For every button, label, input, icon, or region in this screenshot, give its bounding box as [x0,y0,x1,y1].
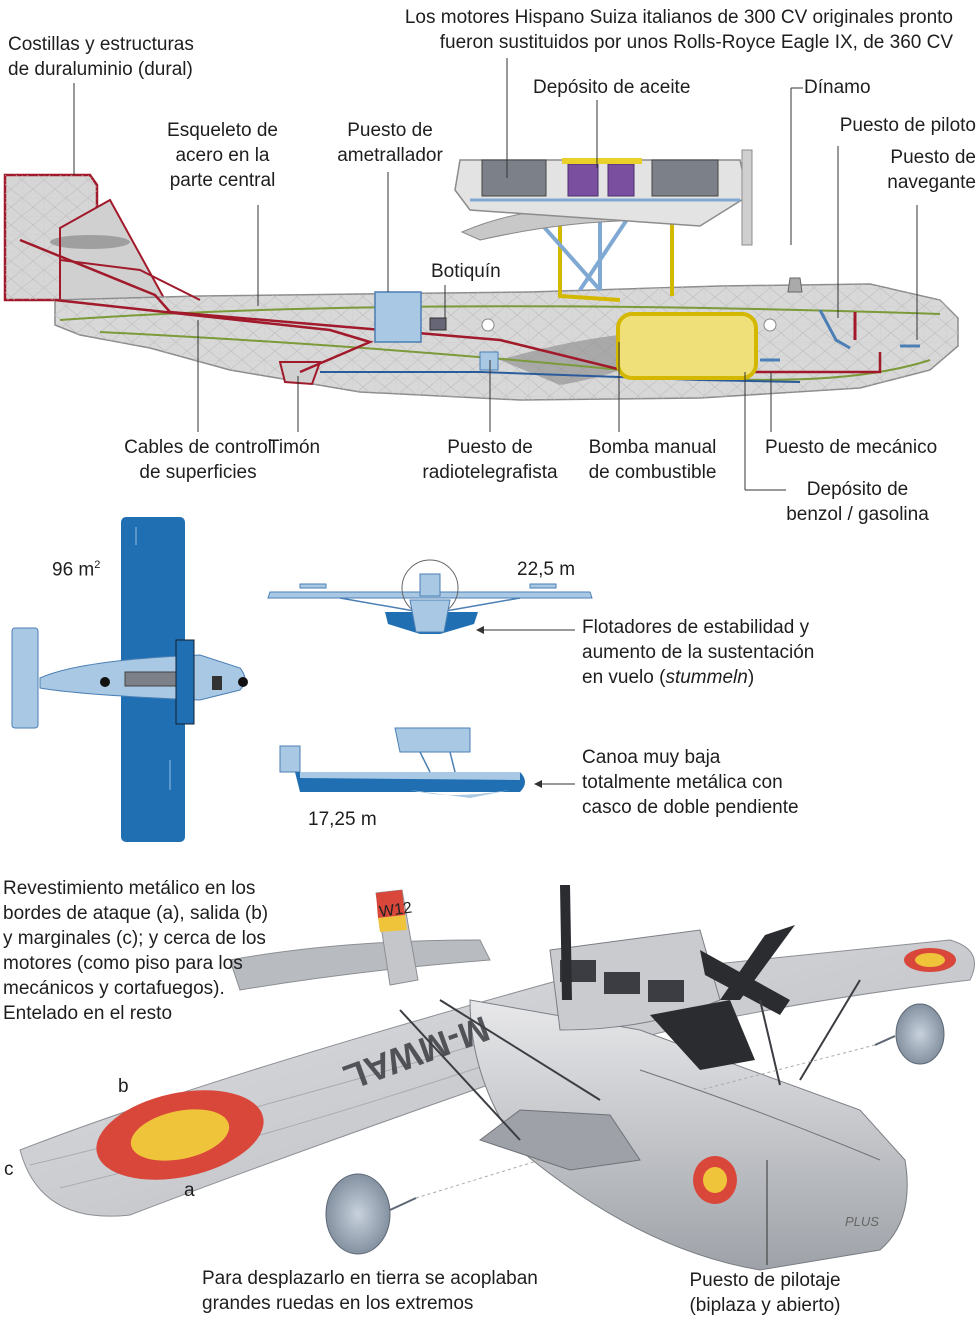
label-line: Puesto de pilotaje [689,1270,841,1291]
leader-lines-mid [480,629,575,785]
label-italic-term: stummeln [665,667,748,688]
label-puesto-piloto: Puesto de piloto [839,115,976,136]
label-line: bordes de ataque (a), salida (b) [3,903,269,924]
label-superficie: 96 m2 [52,553,100,582]
label-line: casco de doble pendiente [582,797,799,818]
label-pilotaje: Puesto de pilotaje (biplaza y abierto) [660,1268,870,1318]
engine-block-rear [651,159,719,197]
label-envergadura: 22,5 m [517,559,576,580]
label-line: Esqueleto de [167,120,278,141]
label-line: Flotadores de estabilidad y [582,617,810,638]
label-line: navegante [887,172,976,193]
label-bomba: Bomba manual de combustible [565,435,740,485]
cutaway-side-view [3,149,959,401]
label-line: Puesto de [347,120,433,141]
label-line: en vuelo (stummeln) [582,665,814,690]
label-line: Depósito de [806,479,909,500]
label-flotadores: Flotadores de estabilidad y aumento de l… [582,615,814,690]
label-line: Costillas y estructuras [8,34,194,55]
oil-tank [567,163,599,197]
label-line: Cables de control [124,437,272,458]
label-radiotelegrafista: Puesto de radiotelegrafista [380,435,600,485]
engine-side [394,727,471,753]
label-line: grandes ruedas en los extremos [202,1293,474,1314]
hull-text-marking: PLUS [845,1214,879,1229]
label-line: Entelado en el resto [3,1003,173,1024]
label-line: Revestimiento metálico en los [3,878,256,899]
model-rendering [19,885,975,1271]
label-deposito-aceite: Depósito de aceite [533,77,691,98]
fuel-tank [616,312,758,380]
label-line: (biplaza y abierto) [689,1295,841,1316]
tail-plane [229,939,491,991]
label-mecanico: Puesto de mecánico [765,437,938,458]
label-line: de duraluminio (dural) [8,59,193,80]
label-line: aumento de la sustentación [582,642,815,663]
superficie-unit: m [78,559,95,581]
label-esqueleto: Esqueleto de acero en la parte central [150,118,295,193]
label-costillas: Costillas y estructuras de duraluminio (… [8,32,194,82]
label-line: Canoa muy baja [582,747,721,768]
gunner-station [374,291,422,343]
wheel-left [325,1173,391,1255]
label-line: de superficies [139,462,257,483]
label-deposito-benzol: Depósito de benzol / gasolina [770,477,945,527]
label-line: parte central [169,170,276,191]
label-puesto-navegante: Puesto de navegante [887,145,976,195]
label-line: y marginales (c); y cerca de los [3,928,266,949]
label-canoa: Canoa muy baja totalmente metálica con c… [582,745,799,820]
label-botiquin: Botiquín [431,261,501,282]
label-line: de combustible [588,462,717,483]
medkit-icon [429,317,447,331]
label-dinamo: Dínamo [804,77,871,98]
leader-lines-top [73,58,918,491]
side-elevation [279,727,525,798]
front-elevation [267,559,593,634]
label-cables: Cables de control de superficies [70,435,326,485]
label-ametrallador: Puesto de ametrallador [316,118,464,168]
label-text: en vuelo ( [582,667,666,688]
wheel-right [895,1003,945,1065]
label-line: totalmente metálica con [582,772,783,793]
label-line: benzol / gasolina [786,504,929,525]
hull-3d [469,999,908,1271]
superficie-exponent: 2 [94,559,101,571]
label-line: motores (como piso para los [3,953,243,974]
engine-block-front [481,159,547,197]
label-line: ametrallador [337,145,443,166]
stummel-3d [478,1109,641,1171]
label-line: Bomba manual [588,437,717,458]
superficie-value: 96 [52,559,74,581]
label-ruedas: Para desplazarlo en tierra se acoplaban … [202,1266,538,1316]
label-line: Puesto de [447,437,533,458]
label-edge-a: a [184,1180,195,1201]
label-line: Puesto de [890,147,976,168]
label-line: radiotelegrafista [422,462,558,483]
label-motores: Los motores Hispano Suiza italianos de 3… [405,5,953,55]
label-line: Para desplazarlo en tierra se acoplaban [202,1268,538,1289]
label-line: Los motores Hispano Suiza italianos de 3… [404,7,953,28]
tail-code-marking: W12 [378,900,413,921]
label-line: acero en la [175,145,270,166]
label-timon: Timón [268,437,321,458]
top-plan-view [11,517,248,842]
stabilizer-planform [11,627,39,729]
label-text: ) [747,667,755,688]
label-longitud: 17,25 m [308,809,377,830]
label-edge-c: c [4,1159,14,1180]
label-line: fueron sustituidos por unos Rolls-Royce … [439,32,953,53]
label-edge-b: b [118,1076,129,1097]
label-revestimiento: Revestimiento metálico en los bordes de … [3,876,268,1026]
label-line: mecánicos y cortafuegos). [3,978,225,999]
